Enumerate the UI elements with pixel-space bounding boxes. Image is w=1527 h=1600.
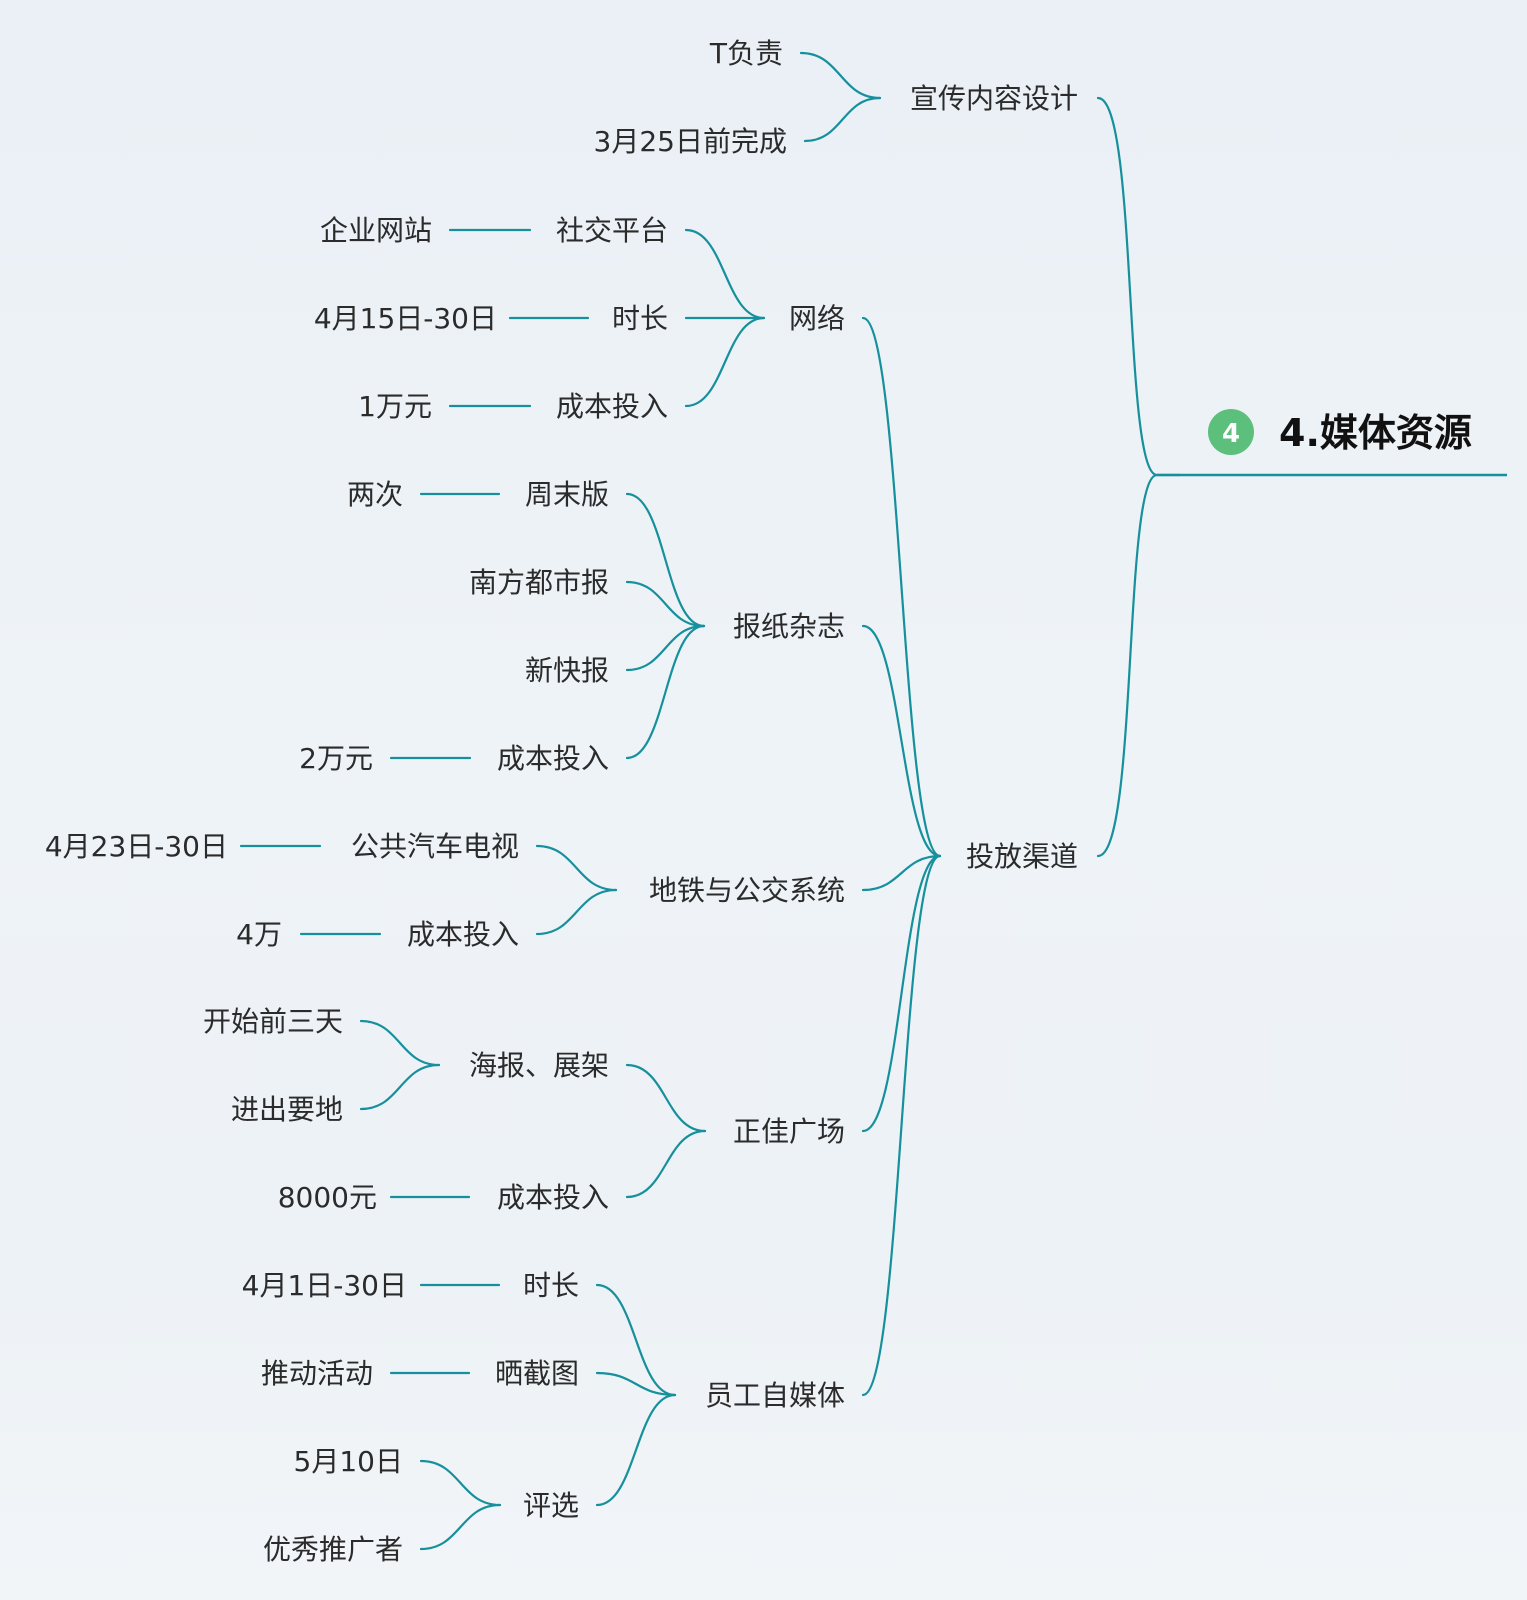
node-transit-cost-val[interactable]: 4万 [236,918,282,951]
branch-connector [625,1129,707,1199]
branch-connector [625,1063,707,1133]
branch-connector [625,624,706,672]
branch-connector [535,844,618,892]
node-staff-screenshot-val[interactable]: 推动活动 [261,1357,373,1390]
node-design[interactable]: 宣传内容设计 [910,82,1078,115]
branch-connector [684,228,766,320]
node-net-cost[interactable]: 成本投入 [556,390,668,423]
node-transit-tv[interactable]: 公共汽车电视 [351,830,519,863]
node-net-social[interactable]: 社交平台 [556,214,668,247]
node-plaza-cost-val[interactable]: 8000元 [278,1181,377,1214]
node-paper-weekend-val[interactable]: 两次 [347,478,403,511]
branch-connector [803,96,882,143]
node-staff-screenshot[interactable]: 晒截图 [495,1357,579,1390]
branch-connector [359,1063,441,1111]
node-transit-cost[interactable]: 成本投入 [407,918,519,951]
node-paper-cost-val[interactable]: 2万元 [299,742,373,775]
node-staff-select-who[interactable]: 优秀推广者 [263,1533,403,1566]
branch-connector [625,580,706,628]
branch-connector [359,1019,441,1067]
node-transit-tv-val[interactable]: 4月23日-30日 [45,830,228,863]
node-paper-cost[interactable]: 成本投入 [497,742,609,775]
root-node[interactable]: 4 4.媒体资源 [1157,409,1507,477]
node-plaza-poster-time[interactable]: 开始前三天 [203,1005,343,1038]
branch-connector [595,1371,677,1397]
branch-connector [799,51,882,100]
node-net-cost-val[interactable]: 1万元 [358,390,432,423]
branch-connector [861,854,942,1133]
node-net-duration[interactable]: 时长 [612,302,668,335]
node-staff[interactable]: 员工自媒体 [705,1379,845,1412]
branch-connector [595,1283,677,1397]
branch-connector [861,854,942,892]
node-plaza-poster-place[interactable]: 进出要地 [231,1093,343,1126]
connector-lines [239,51,1182,1551]
branch-connector [595,1393,677,1507]
node-design-deadline[interactable]: 3月25日前完成 [594,125,787,158]
node-design-owner[interactable]: T负责 [709,37,783,70]
node-staff-duration-val[interactable]: 4月1日-30日 [242,1269,407,1302]
root-branch-connector [1096,473,1159,858]
node-net[interactable]: 网络 [789,302,845,335]
branch-connector [419,1503,502,1551]
branch-connector [684,316,766,408]
node-plaza-cost[interactable]: 成本投入 [497,1181,609,1214]
node-plaza[interactable]: 正佳广场 [733,1115,845,1148]
branch-connector [861,854,942,1397]
node-paper[interactable]: 报纸杂志 [733,610,845,643]
branch-connector [625,492,706,628]
node-paper-weekend[interactable]: 周末版 [525,478,609,511]
node-staff-select[interactable]: 评选 [523,1489,579,1522]
node-channels[interactable]: 投放渠道 [966,840,1078,873]
branch-connector [861,316,942,858]
branch-connector [625,624,706,760]
branch-connector [419,1459,502,1507]
node-paper-xkb[interactable]: 新快报 [525,654,609,687]
root-title: 4.媒体资源 [1279,411,1472,455]
branch-connector [861,624,942,858]
branch-connector [535,888,618,936]
root-badge-number: 4 [1222,419,1240,449]
node-net-social-site[interactable]: 企业网站 [320,214,432,247]
node-paper-nandu[interactable]: 南方都市报 [469,566,609,599]
node-transit[interactable]: 地铁与公交系统 [649,874,845,907]
node-plaza-poster[interactable]: 海报、展架 [469,1049,609,1082]
node-staff-select-date[interactable]: 5月10日 [294,1445,403,1478]
number-badge-icon [1208,409,1254,455]
root-branch-connector [1096,96,1159,477]
node-staff-duration[interactable]: 时长 [523,1269,579,1302]
node-net-duration-val[interactable]: 4月15日-30日 [314,302,497,335]
